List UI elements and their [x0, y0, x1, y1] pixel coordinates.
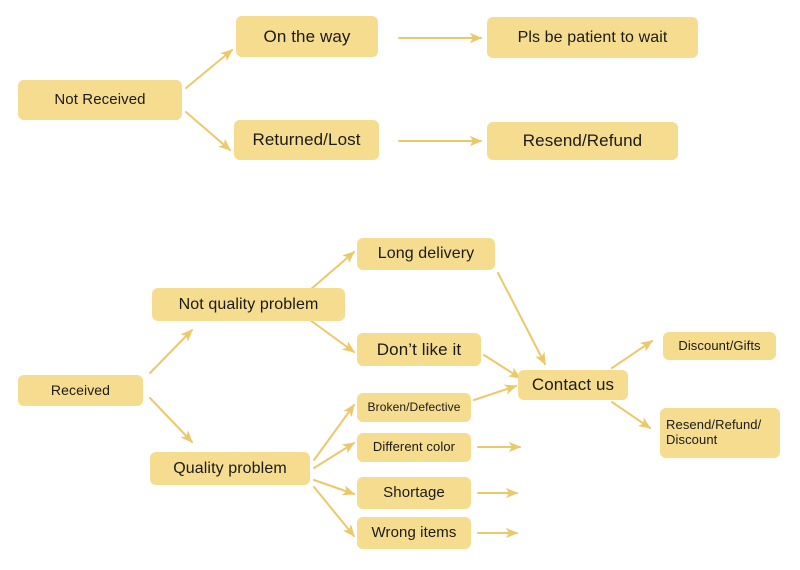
edge-quality-to-different-color [313, 442, 356, 469]
node-discount-gifts[interactable]: Discount/Gifts [663, 332, 776, 360]
node-returned-lost[interactable]: Returned/Lost [234, 120, 379, 160]
edge-dont-like-it-to-contact-us [483, 354, 522, 379]
node-pls-be-patient[interactable]: Pls be patient to wait [487, 17, 698, 58]
node-dont-like-it[interactable]: Don’t like it [357, 333, 481, 366]
edge-quality-to-wrong-items [313, 486, 355, 537]
edge-broken-defective-to-contact-us [473, 384, 518, 401]
node-on-the-way[interactable]: On the way [236, 16, 378, 57]
edge-contact-us-to-resend-refund-disc [611, 401, 651, 429]
node-not-quality-problem[interactable]: Not quality problem [152, 288, 345, 321]
edge-not-received-to-returned-lost [185, 111, 231, 151]
node-not-received[interactable]: Not Received [18, 80, 182, 120]
edge-long-delivery-to-contact-us [497, 272, 546, 366]
node-wrong-items[interactable]: Wrong items [357, 517, 471, 549]
edge-quality-to-broken-defective [313, 404, 355, 461]
node-contact-us[interactable]: Contact us [518, 370, 628, 400]
edge-not-quality-to-long-delivery [309, 251, 355, 291]
edge-contact-us-to-discount-gifts [611, 340, 653, 369]
edge-received-to-quality-problem [149, 397, 193, 443]
node-resend-refund[interactable]: Resend/Refund [487, 122, 678, 160]
node-broken-defective[interactable]: Broken/Defective [357, 393, 471, 422]
node-received[interactable]: Received [18, 375, 143, 406]
edge-quality-to-shortage [313, 479, 356, 496]
node-different-color[interactable]: Different color [357, 433, 471, 462]
node-shortage[interactable]: Shortage [357, 477, 471, 509]
edge-not-received-to-on-the-way [185, 49, 233, 89]
edge-received-to-not-quality-problem [149, 329, 193, 374]
node-resend-refund-disc[interactable]: Resend/Refund/ Discount [660, 408, 780, 458]
node-quality-problem[interactable]: Quality problem [150, 452, 310, 485]
node-long-delivery[interactable]: Long delivery [357, 238, 495, 270]
edge-not-quality-to-dont-like-it [309, 319, 355, 353]
